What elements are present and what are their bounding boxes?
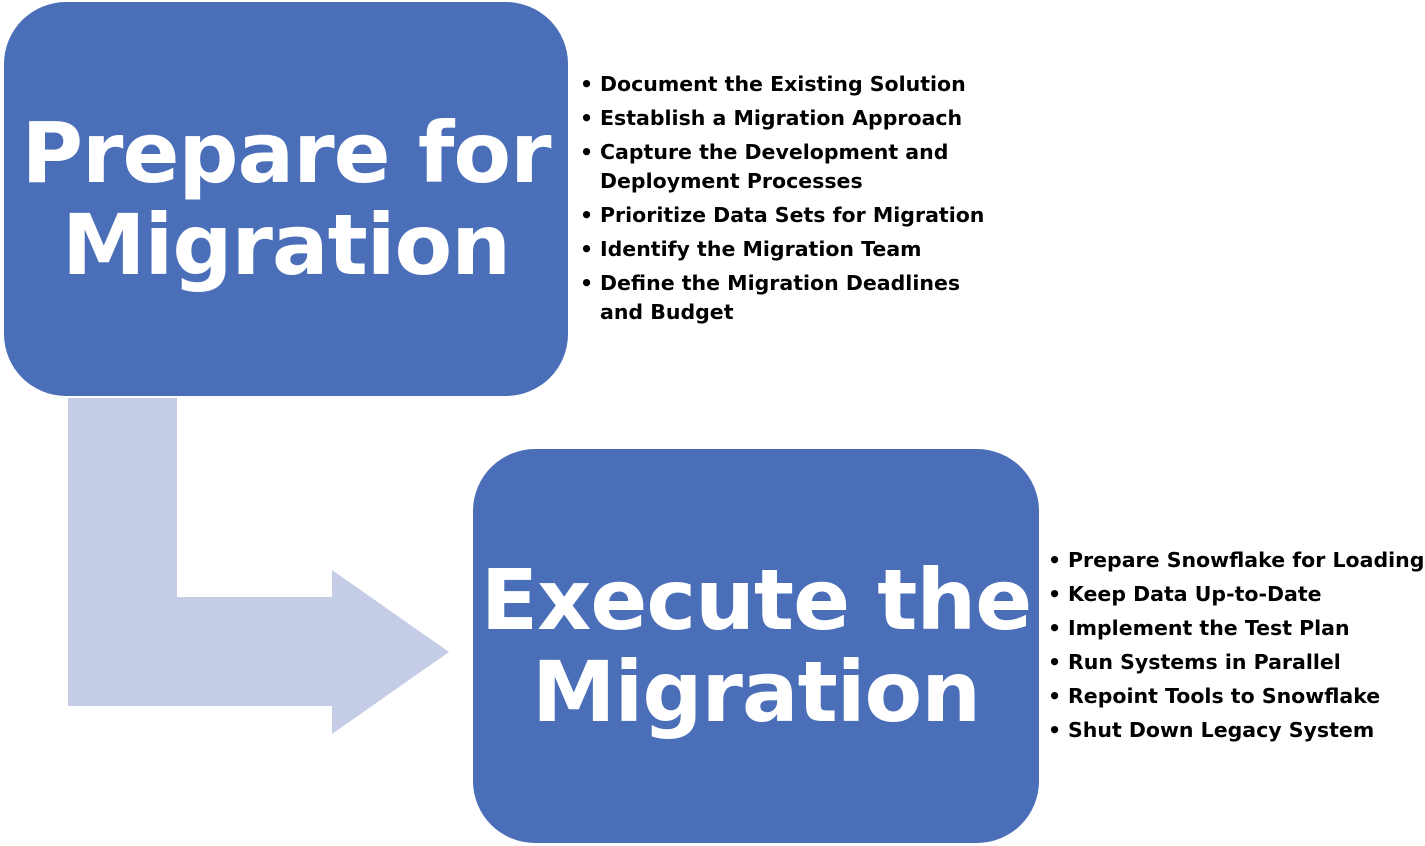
list-item: Define the Migration Deadlines and Budge… — [580, 269, 984, 327]
list-item: Prepare Snowflake for Loading — [1048, 546, 1424, 575]
prepare-steps-list: Document the Existing Solution Establish… — [580, 70, 984, 332]
execute-the-migration-box: Execute the Migration — [473, 449, 1039, 843]
list-item: Establish a Migration Approach — [580, 104, 984, 133]
list-item: Identify the Migration Team — [580, 235, 984, 264]
list-item: Capture the Development and Deployment P… — [580, 138, 984, 196]
list-item: Keep Data Up-to-Date — [1048, 580, 1424, 609]
list-item: Run Systems in Parallel — [1048, 648, 1424, 677]
list-item: Shut Down Legacy System — [1048, 716, 1424, 745]
execute-steps-list: Prepare Snowflake for Loading Keep Data … — [1048, 546, 1424, 750]
execute-title-line-2: Migration — [531, 643, 981, 741]
list-item: Repoint Tools to Snowflake — [1048, 682, 1424, 711]
prepare-title-line-1: Prepare for — [21, 103, 551, 202]
list-item: Prioritize Data Sets for Migration — [580, 201, 984, 230]
prepare-title-line-2: Migration — [61, 196, 511, 294]
list-item: Document the Existing Solution — [580, 70, 984, 99]
execute-title-line-1: Execute the — [480, 550, 1032, 649]
prepare-for-migration-box: Prepare for Migration — [4, 2, 568, 396]
list-item: Implement the Test Plan — [1048, 614, 1424, 643]
bent-arrow-shape — [68, 398, 449, 734]
